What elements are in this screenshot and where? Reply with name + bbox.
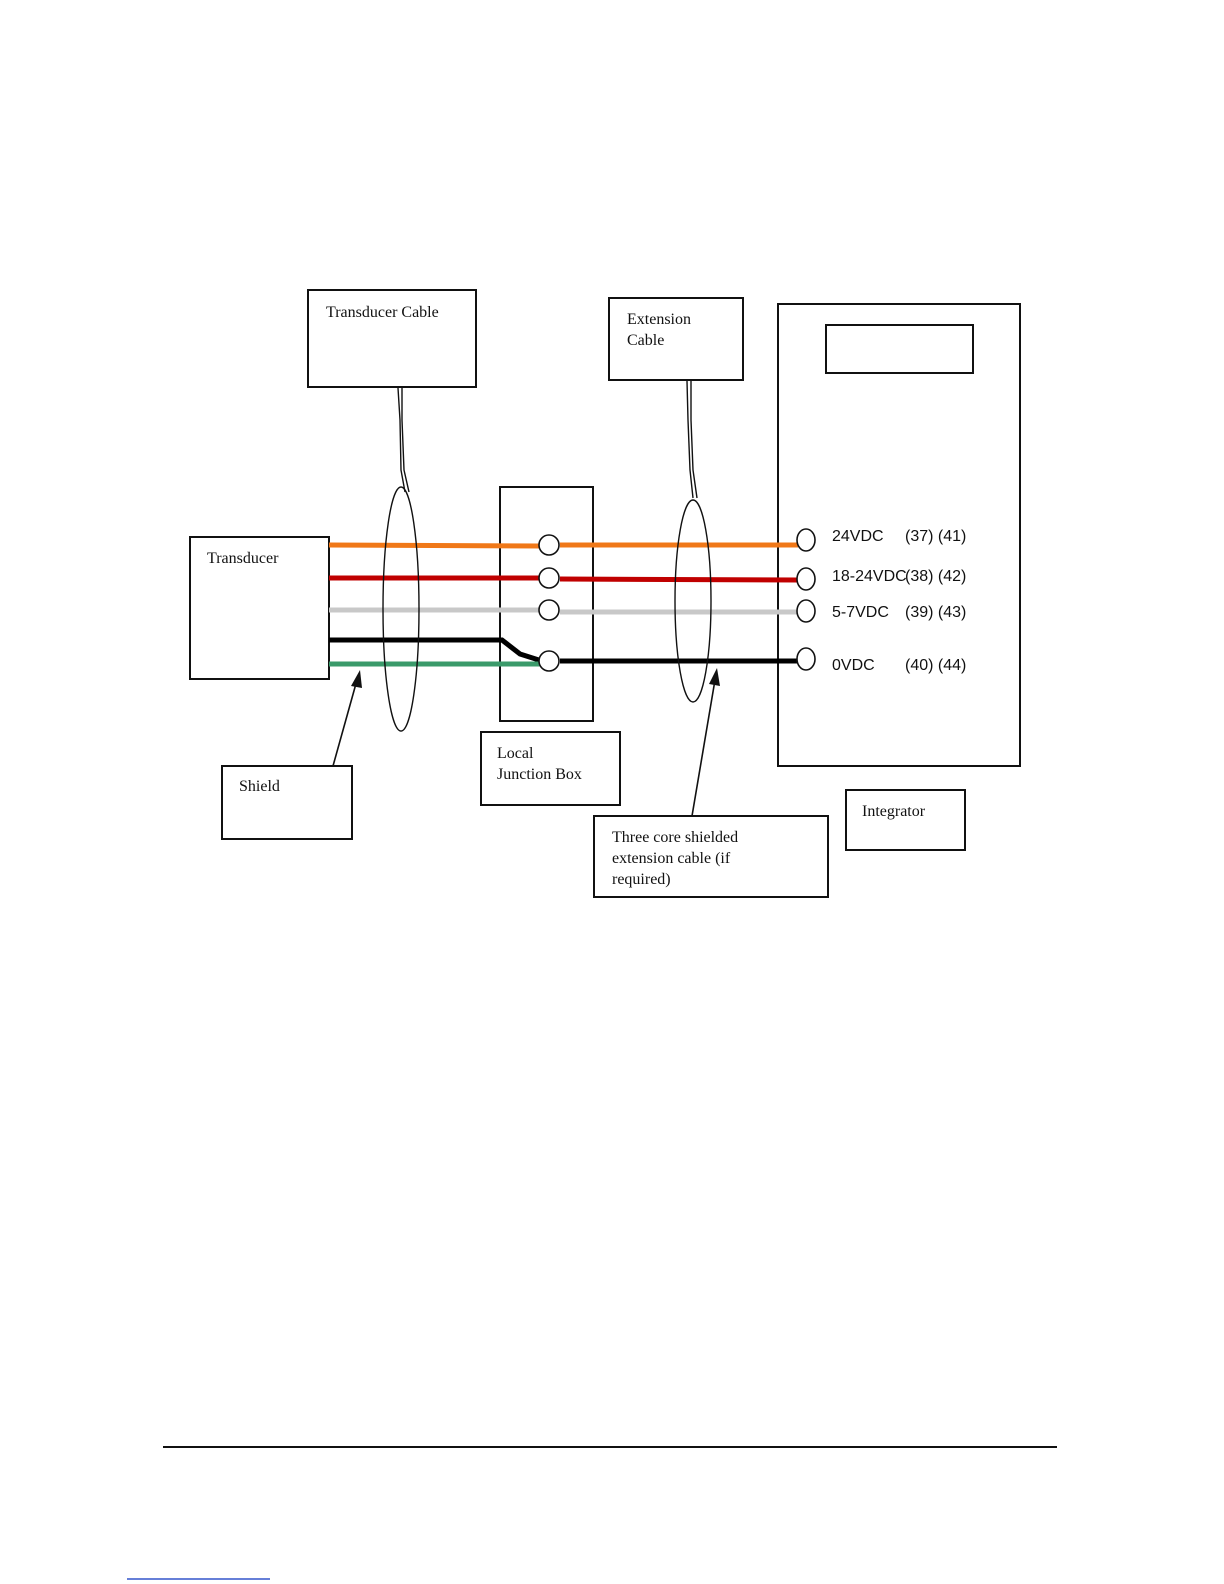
transducer-wires [329, 545, 542, 664]
junction-box-callout: Local Junction Box [481, 732, 620, 805]
transducer-label: Transducer [207, 550, 279, 567]
extension-cable-callout: Extension Cable [609, 298, 743, 498]
integrator-terminals [797, 529, 815, 670]
jb-terminal-3 [539, 600, 559, 620]
terminal-2-voltage: 18-24VDC [832, 568, 907, 585]
transducer-cable-callout: Transducer Cable [308, 290, 476, 492]
wire-orange-left [329, 545, 540, 546]
jb-terminal-1 [539, 535, 559, 555]
transducer-cable-leader-2 [402, 388, 409, 492]
wire-red-right [560, 579, 798, 580]
integrator-callout: Integrator [846, 790, 965, 850]
int-terminal-1 [797, 529, 815, 551]
shield-label: Shield [239, 778, 280, 795]
terminal-labels: 24VDC (37) (41) 18-24VDC (38) (42) 5-7VD… [832, 528, 966, 674]
three-core-arrowhead [709, 668, 720, 686]
int-terminal-4 [797, 648, 815, 670]
three-core-label-line3: required) [612, 871, 671, 888]
transducer-cable-label: Transducer Cable [326, 304, 439, 321]
integrator-label-box [846, 790, 965, 850]
integrator-display [826, 325, 973, 373]
shield-arrowhead [351, 670, 362, 688]
terminal-2-pins: (38) (42) [905, 568, 966, 585]
three-core-label-line2: extension cable (if [612, 850, 731, 867]
transducer-callout: Transducer [190, 537, 329, 679]
terminal-3-pins: (39) (43) [905, 604, 966, 621]
shield-callout: Shield [222, 670, 362, 839]
shield-arrow-line [333, 680, 357, 766]
integrator-label: Integrator [862, 803, 926, 820]
terminal-4-pins: (40) (44) [905, 657, 966, 674]
junction-box-label-line2: Junction Box [497, 766, 582, 783]
terminal-1-voltage: 24VDC [832, 528, 884, 545]
extension-cable-label-line1: Extension [627, 311, 691, 328]
extension-cable-label-line2: Cable [627, 332, 664, 349]
shield-box [222, 766, 352, 839]
jb-terminal-2 [539, 568, 559, 588]
three-core-label-line1: Three core shielded [612, 829, 738, 846]
junction-box-label-line1: Local [497, 745, 534, 762]
int-terminal-3 [797, 600, 815, 622]
jb-terminal-4 [539, 651, 559, 671]
junction-box-terminals [539, 535, 559, 671]
int-terminal-2 [797, 568, 815, 590]
three-core-callout: Three core shielded extension cable (if … [594, 668, 828, 897]
terminal-1-pins: (37) (41) [905, 528, 966, 545]
extension-cable-leader-2 [691, 381, 697, 498]
terminal-3-voltage: 5-7VDC [832, 604, 889, 621]
wire-black-left [329, 640, 542, 661]
extension-wires [560, 545, 798, 661]
extension-cable-bundle [675, 500, 711, 702]
terminal-4-voltage: 0VDC [832, 657, 875, 674]
